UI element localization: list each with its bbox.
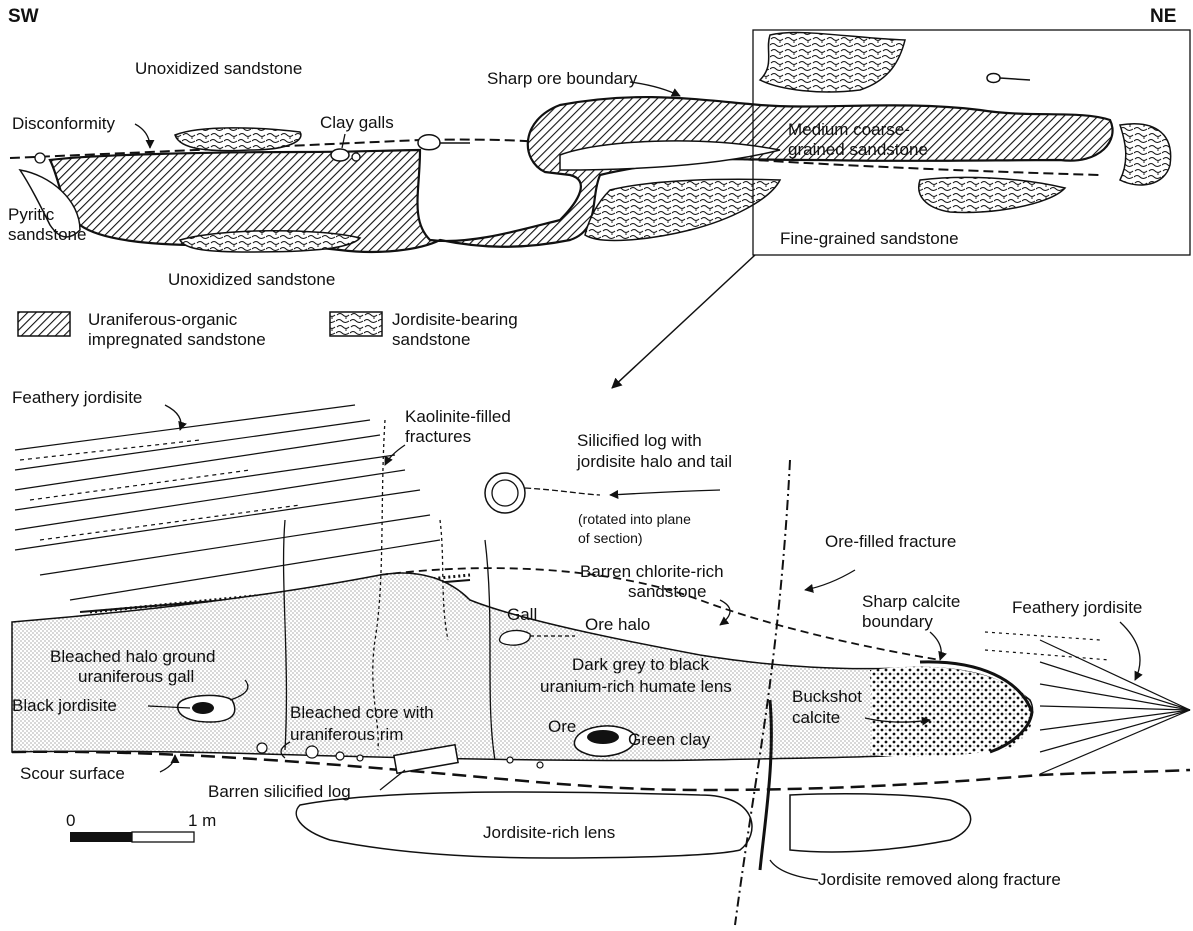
legend-swatch-uraniferous [18, 312, 70, 336]
buckshot-label-2: calcite [792, 708, 840, 727]
jordisite-removed-leader [770, 860, 818, 880]
silicified-log-inner [492, 480, 518, 506]
kaolinite-label-2: fractures [405, 427, 471, 446]
clay-galls-leader [342, 134, 345, 148]
barren-silicified-log-label: Barren silicified log [208, 782, 351, 801]
legend-jordisite-2: sandstone [392, 330, 470, 349]
silicified-label-1: Silicified log with [577, 431, 702, 450]
jordisite-lens-5 [919, 177, 1065, 212]
fine-grained-label: Fine-grained sandstone [780, 229, 959, 248]
rotated-label-1: (rotated into plane [578, 511, 691, 527]
ore-pod [587, 730, 619, 744]
log-1 [418, 135, 470, 150]
jordisite-lens-3 [585, 179, 780, 240]
silicified-label-2: jordisite halo and tail [576, 452, 732, 471]
jordisite-lens-6 [1120, 124, 1171, 185]
scour-surface-label: Scour surface [20, 764, 125, 783]
scale-bar: 0 1 m [66, 811, 216, 842]
scale-bar-white [132, 832, 194, 842]
log-2 [987, 74, 1030, 83]
dark-grey-label-1: Dark grey to black [572, 655, 709, 674]
ore-halo-label: Ore halo [585, 615, 650, 634]
barren-chlorite-arrow [720, 600, 730, 625]
legend: Uraniferous-organic impregnated sandston… [18, 310, 518, 349]
inset-pointer-arrow [612, 255, 755, 388]
sharp-ore-boundary-label: Sharp ore boundary [487, 69, 638, 88]
medium-coarse-label-1: Medium coarse- [788, 120, 910, 139]
buckshot-label-1: Buckshot [792, 687, 862, 706]
black-jordisite-core [192, 702, 214, 714]
disconformity-arrow [135, 124, 150, 148]
legend-swatch-jordisite [330, 312, 382, 336]
scale-bar-black [70, 832, 132, 842]
silicified-log-tail [525, 488, 600, 495]
feathery-right-arrow [1120, 622, 1140, 680]
bleached-halo-label-1: Bleached halo ground [50, 647, 215, 666]
clay-galls-label: Clay galls [320, 113, 394, 132]
disconformity-label: Disconformity [12, 114, 115, 133]
silicified-log-arrow [610, 490, 720, 495]
sharp-calcite-label-1: Sharp calcite [862, 592, 960, 611]
sw-label: SW [8, 6, 39, 27]
ne-label: NE [1150, 6, 1176, 27]
clay-gall-1 [331, 149, 349, 161]
jordisite-rich-lens-right [790, 794, 971, 852]
unoxidized-top-label: Unoxidized sandstone [135, 59, 302, 78]
sharp-ore-boundary-arrow [630, 82, 680, 96]
jordisite-lens-4 [760, 33, 905, 92]
jordisite-lens-1 [175, 128, 301, 151]
scour-surface-arrow [160, 755, 175, 772]
feathery-left-label: Feathery jordisite [12, 388, 142, 407]
unoxidized-bottom-label: Unoxidized sandstone [168, 270, 335, 289]
bleached-halo-label-2: uraniferous gall [78, 667, 194, 686]
legend-uraniferous-2: impregnated sandstone [88, 330, 266, 349]
gall-shape [499, 631, 530, 646]
dark-grey-label-2: uranium-rich humate lens [540, 677, 732, 696]
sharp-calcite-arrow [930, 632, 941, 660]
barren-silicified-log-leader [380, 770, 405, 790]
bleached-core-label-2: uraniferous rim [290, 725, 403, 744]
black-jordisite-label: Black jordisite [12, 696, 117, 715]
ore-filled-fracture-label: Ore-filled fracture [825, 532, 956, 551]
jordisite-removed-label: Jordisite removed along fracture [818, 870, 1061, 889]
scale-one-m-label: 1 m [188, 811, 216, 830]
clay-gall-3 [35, 153, 45, 163]
clay-gall-2 [352, 153, 360, 161]
rotated-label-2: of section) [578, 530, 643, 546]
barren-chlorite-label-1: Barren chlorite-rich [580, 562, 724, 581]
scale-zero-label: 0 [66, 811, 75, 830]
kaolinite-label-1: Kaolinite-filled [405, 407, 511, 426]
jordisite-rich-lens-label: Jordisite-rich lens [483, 823, 615, 842]
feathery-right-label: Feathery jordisite [1012, 598, 1142, 617]
pyritic-label-1: Pyritic [8, 205, 55, 224]
barren-chlorite-label-2: sandstone [628, 582, 706, 601]
pyritic-label-2: sandstone [8, 225, 86, 244]
legend-uraniferous-1: Uraniferous-organic [88, 310, 238, 329]
bleached-core-label-1: Bleached core with [290, 703, 434, 722]
lower-section: Feathery jordisite Kaolinite-filled frac… [12, 388, 1190, 925]
ore-label: Ore [548, 717, 576, 736]
feathery-left-arrow [165, 405, 181, 430]
sharp-calcite-label-2: boundary [862, 612, 933, 631]
gall-label: Gall [507, 605, 537, 624]
green-clay-label: Green clay [628, 730, 711, 749]
legend-jordisite-1: Jordisite-bearing [392, 310, 518, 329]
ore-filled-fracture-arrow [805, 570, 855, 590]
medium-coarse-label-2: grained sandstone [788, 140, 928, 159]
